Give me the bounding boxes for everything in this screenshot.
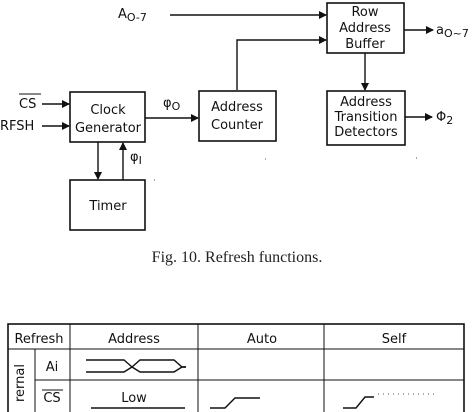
address-counter-label-2: Counter: [211, 118, 264, 133]
address-counter-block: [198, 90, 277, 142]
phi2-label: Φ2: [436, 110, 453, 127]
row-address-buffer-label-1: Row: [351, 5, 378, 20]
ai-address-waveform-bottom: [86, 366, 186, 373]
row-address-buffer-label-3: Buffer: [345, 37, 385, 52]
ai-signal-label: Ai: [46, 360, 59, 375]
table-header-self: Self: [382, 332, 407, 347]
figure-caption: Fig. 10. Refresh functions.: [152, 249, 323, 266]
clock-generator-block: [69, 91, 146, 143]
rfsh-signal-label: RFSH: [0, 119, 34, 134]
cs-address-value: Low: [121, 391, 147, 406]
auto-cs-waveform: [210, 397, 260, 409]
clock-generator-label-2: Generator: [75, 121, 142, 136]
row-address-buffer-label-2: Address: [339, 21, 391, 36]
cs-table-signal-label: CS: [43, 391, 60, 406]
refresh-table-frame: [7, 323, 465, 412]
timer-block: [69, 179, 146, 231]
table-header-address: Address: [108, 332, 160, 347]
address-transition-detectors-label-1: Address: [340, 95, 392, 110]
row-address-output-label: aO~7: [436, 23, 469, 40]
ai-address-waveform-top: [86, 359, 186, 368]
timer-label: Timer: [88, 199, 127, 214]
clock-generator-label-1: Clock: [90, 103, 126, 118]
table-header-auto: Auto: [247, 332, 277, 347]
address-counter-to-buffer-line: [236, 36, 327, 90]
table-header-refresh: Refresh: [14, 332, 63, 347]
address-transition-detectors-label-2: Transition: [334, 110, 398, 125]
self-cs-waveform: [343, 396, 374, 409]
row-group-label: rernal: [13, 364, 28, 402]
address-transition-detectors-block: [326, 90, 406, 146]
phi0-label: φO: [163, 96, 181, 113]
address-counter-label-1: Address: [211, 100, 263, 115]
address-transition-detectors-label-3: Detectors: [334, 125, 398, 140]
cs-signal-label: CS: [19, 97, 36, 112]
phi1-label: φI: [130, 150, 142, 167]
address-input-label: AO-7: [118, 7, 147, 24]
refresh-table: Refresh Address Auto Self rernal Ai CS L…: [7, 323, 465, 412]
